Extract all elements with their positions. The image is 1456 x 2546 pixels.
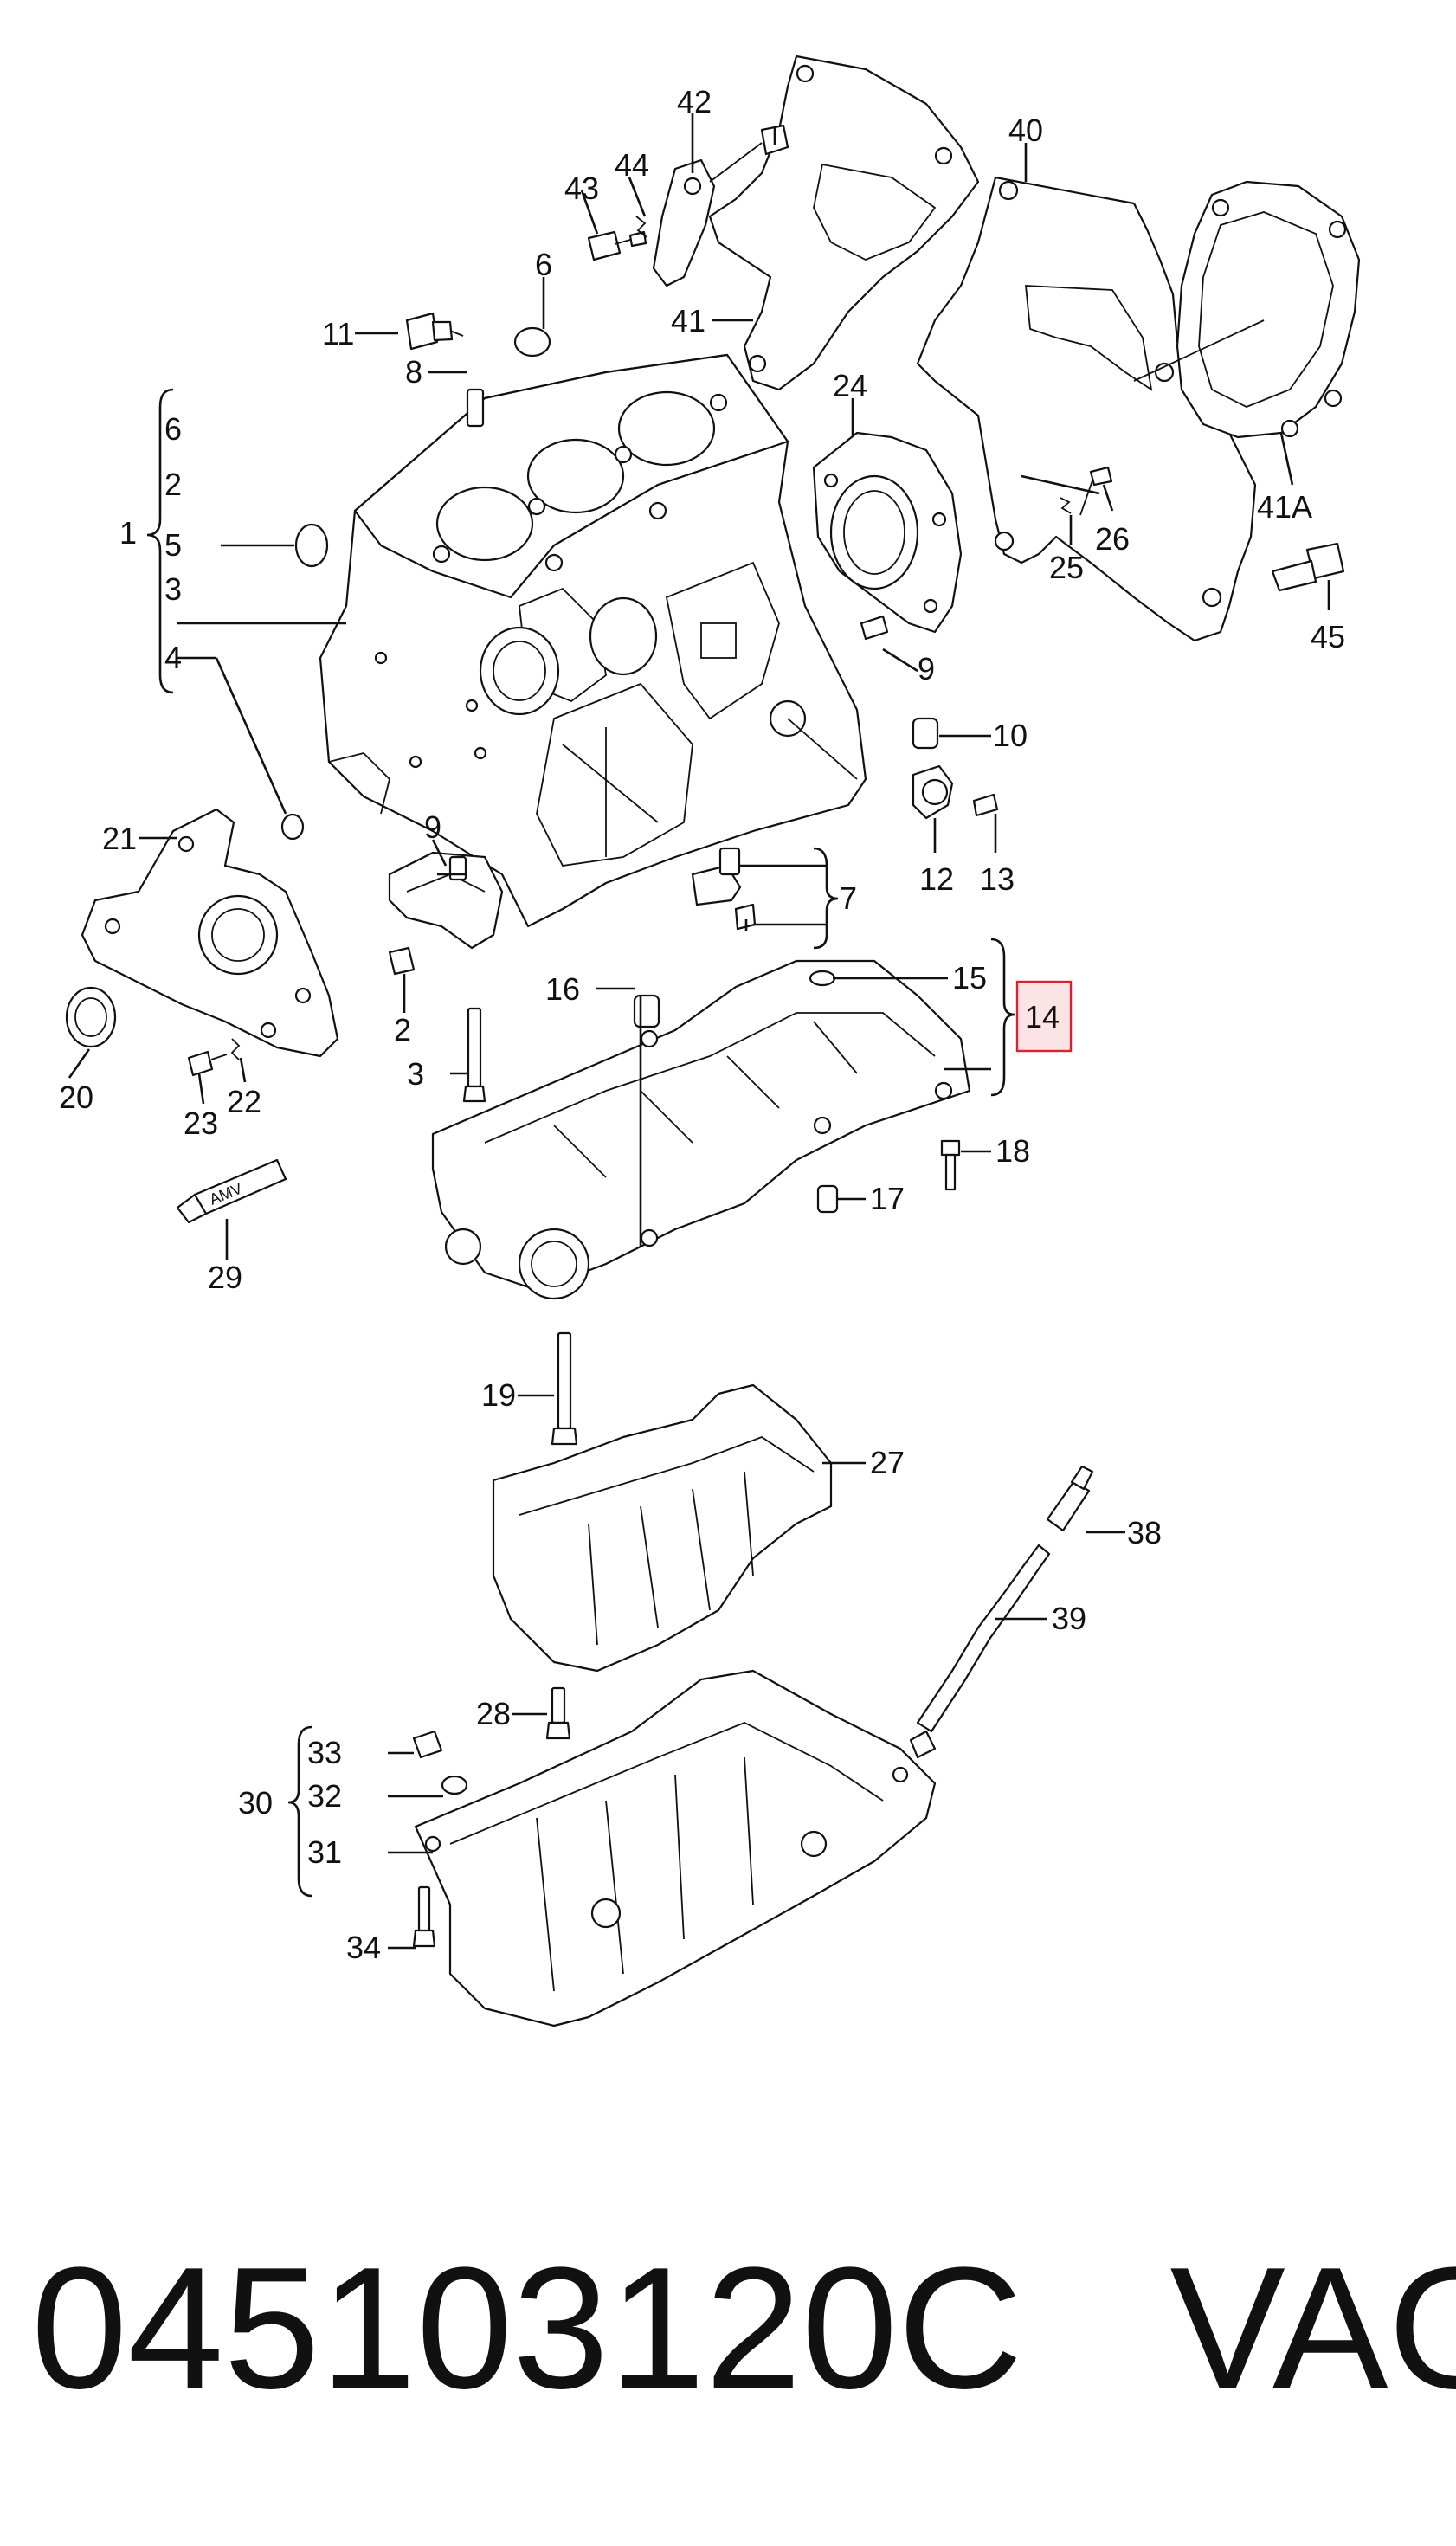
crankshaft-seal-flange xyxy=(812,431,963,634)
callout-11: 11 xyxy=(322,316,354,351)
group-1-item-3: 3 xyxy=(164,571,182,607)
cylinder-block xyxy=(319,353,867,928)
sealing-plug-5 xyxy=(294,523,329,568)
dipstick-guide-tube xyxy=(909,1544,1051,1759)
leader-lines xyxy=(68,113,1330,1950)
group-brackets xyxy=(146,388,1015,1898)
bolt-34 xyxy=(412,1885,436,1948)
drain-plug-seal-32 xyxy=(441,1775,468,1795)
sealant-tube: AMV xyxy=(176,1158,287,1224)
callout-42: 42 xyxy=(677,84,712,119)
bearing-cap-bolt xyxy=(462,1007,486,1103)
callout-27: 27 xyxy=(870,1445,905,1480)
group-1-item-2: 2 xyxy=(164,467,182,502)
bolt-28 xyxy=(545,1686,571,1740)
callout-8: 8 xyxy=(405,354,422,390)
callout-14-highlight xyxy=(1015,980,1073,1053)
group-1-item-4: 4 xyxy=(164,640,182,675)
callout-13: 13 xyxy=(980,861,1015,897)
dowel-17 xyxy=(816,1184,839,1214)
oil-pan-lower xyxy=(414,1669,937,2027)
rear-cover-plate xyxy=(916,176,1257,642)
washer-22 xyxy=(230,1038,241,1060)
callout-21: 21 xyxy=(102,821,137,856)
sealing-washer-25 xyxy=(1060,497,1072,514)
bearing-cap-nut xyxy=(388,946,416,976)
callout-20: 20 xyxy=(59,1080,93,1115)
bolt-13 xyxy=(972,793,999,817)
group-30-item-33: 33 xyxy=(307,1735,342,1770)
callout-12: 12 xyxy=(919,861,954,897)
callout-45: 45 xyxy=(1311,619,1345,654)
brand-name: VAG xyxy=(1169,2232,1456,2425)
oil-spray-jet xyxy=(691,847,757,931)
callout-1: 1 xyxy=(119,515,137,551)
callout-labels: 42 40 44 43 6 11 41 8 24 6 2 1 5 3 4 40 … xyxy=(59,84,1345,1965)
callout-43: 43 xyxy=(564,171,599,206)
sealing-plug-6 xyxy=(513,326,551,358)
group-1-item-5: 5 xyxy=(164,527,182,563)
callout-16: 16 xyxy=(545,971,580,1007)
callout-9: 9 xyxy=(918,651,935,686)
callout-40: 40 xyxy=(1008,113,1043,148)
drain-plug-33 xyxy=(412,1730,443,1759)
callout-30: 30 xyxy=(238,1785,273,1821)
callout-24: 24 xyxy=(833,368,867,403)
bolt-45 xyxy=(1271,542,1345,592)
crankshaft-front-seal xyxy=(65,986,117,1048)
callout-29: 29 xyxy=(208,1260,242,1295)
callout-14: 14 xyxy=(1025,999,1060,1035)
sensor-bracket xyxy=(652,124,789,287)
callout-18: 18 xyxy=(995,1133,1030,1169)
callout-2: 2 xyxy=(394,1012,411,1047)
callout-39: 39 xyxy=(1052,1601,1086,1636)
callout-9-lower: 9 xyxy=(424,809,441,845)
callout-41A-text: 41A xyxy=(1257,489,1312,525)
callout-26: 26 xyxy=(1095,521,1130,557)
bolt-26 xyxy=(1079,466,1113,516)
callout-15: 15 xyxy=(952,960,987,996)
callout-41: 41 xyxy=(671,303,705,338)
front-cover-oil-pump xyxy=(81,808,339,1058)
dowel-sleeve-8 xyxy=(466,388,485,428)
group-1-item-6: 6 xyxy=(164,411,182,447)
callout-44: 44 xyxy=(615,147,649,183)
part-number: 045103120C xyxy=(31,2232,1023,2425)
dipstick xyxy=(1046,1465,1094,1532)
callout-3: 3 xyxy=(407,1056,424,1092)
o-ring-15 xyxy=(809,970,836,987)
bedplate-lower-crankcase xyxy=(431,959,971,1300)
crankshaft-seal-ring-large xyxy=(1133,180,1361,439)
cover-bolt-23 xyxy=(187,1050,228,1077)
callout-28: 28 xyxy=(476,1696,511,1731)
group-30-item-32: 32 xyxy=(307,1778,342,1814)
retaining-clip xyxy=(635,216,647,238)
callout-10: 10 xyxy=(993,718,1028,753)
callout-17: 17 xyxy=(870,1181,905,1216)
part-number-caption: 045103120C VAG xyxy=(31,2216,1456,2441)
long-bolt-19 xyxy=(551,1331,578,1446)
callout-7: 7 xyxy=(840,880,857,916)
callout-19: 19 xyxy=(481,1377,516,1413)
callout-25: 25 xyxy=(1049,550,1084,585)
callout-6: 6 xyxy=(535,247,552,282)
callout-38-text: 38 xyxy=(1127,1515,1162,1550)
sealing-plug-4 xyxy=(280,813,305,841)
sleeve-10 xyxy=(912,717,939,750)
bracket-bolt xyxy=(587,230,647,261)
bolt-18 xyxy=(940,1139,961,1191)
oil-pressure-sender-11 xyxy=(405,312,464,351)
group-30-item-31: 31 xyxy=(307,1834,342,1870)
sensor-12 xyxy=(912,764,954,820)
pin-9 xyxy=(860,615,889,641)
callout-34: 34 xyxy=(346,1930,381,1965)
main-bearing-cap xyxy=(388,851,504,950)
callout-23: 23 xyxy=(184,1105,218,1141)
callout-22: 22 xyxy=(227,1084,261,1119)
oil-pan-upper-baffle xyxy=(492,1383,833,1673)
